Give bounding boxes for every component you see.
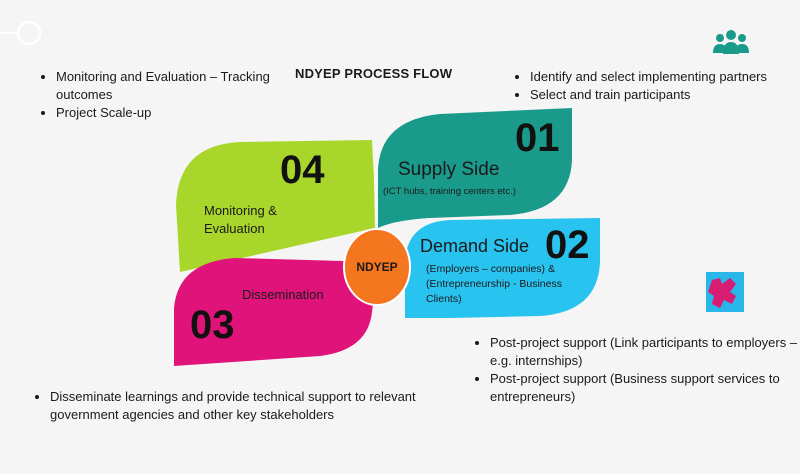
bullets-top-left: Monitoring and Evaluation – Tracking out… [36,68,301,122]
petal-dissemination-number: 03 [190,303,235,347]
bullet-item: Post-project support (Business support s… [490,370,800,406]
petal-demand-subtitle: (Employers – companies) & (Entrepreneurs… [426,263,562,305]
bullet-item: Select and train participants [530,86,800,104]
petal-dissemination-title: Dissemination [242,287,324,302]
bullet-item: Post-project support (Link participants … [490,334,800,370]
bullets-bottom-left: Disseminate learnings and provide techni… [30,388,450,424]
bullets-top-right: Identify and select implementing partner… [510,68,800,104]
bullets-bottom-right: Post-project support (Link participants … [470,334,800,406]
bullet-item: Identify and select implementing partner… [530,68,800,86]
petal-supply [378,108,572,228]
petal-monitoring-number: 04 [280,148,325,192]
puzzle-piece-icon [706,272,744,312]
petal-demand [405,218,600,318]
diagram-title: NDYEP PROCESS FLOW [295,66,453,81]
center-label: NDYEP [356,260,398,274]
petal-demand-number: 02 [545,223,590,267]
petal-monitoring [176,140,375,272]
bullet-item: Disseminate learnings and provide techni… [50,388,450,424]
team-people-icon [713,30,749,54]
petal-monitoring-title: Monitoring & Evaluation [204,203,277,236]
center-circle [343,228,411,306]
petal-demand-title: Demand Side [420,236,530,256]
bullet-item: Project Scale-up [56,104,301,122]
toggle-circle-icon [0,20,42,46]
petal-dissemination [174,258,378,366]
petal-supply-title: Supply Side [398,159,500,180]
petal-supply-number: 01 [515,116,560,160]
petal-supply-subtitle: (ICT hubs, training centers etc.) [383,186,516,197]
bullet-item: Monitoring and Evaluation – Tracking out… [56,68,301,104]
